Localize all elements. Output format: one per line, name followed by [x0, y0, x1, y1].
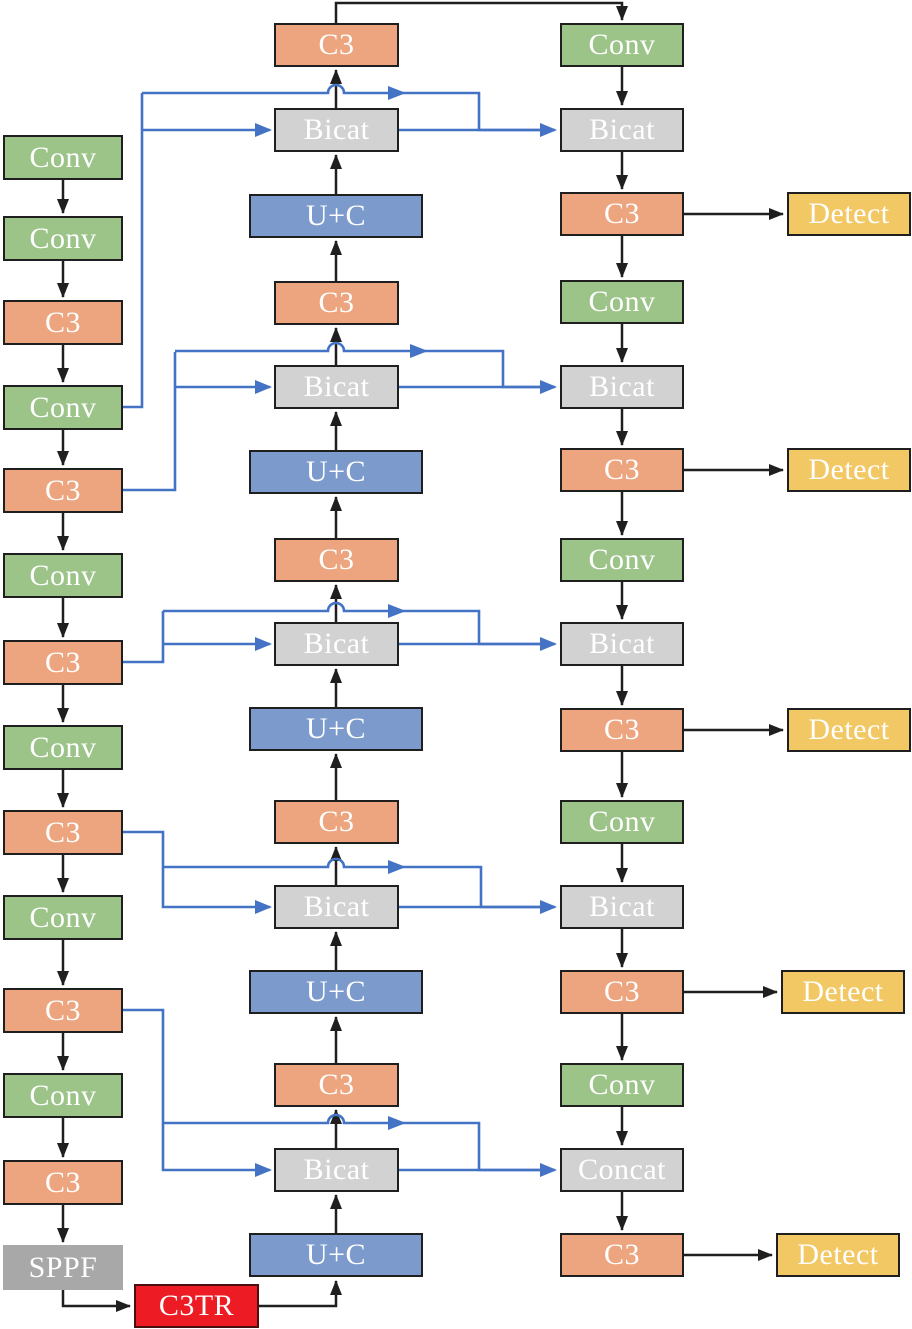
- neck-right-c3-14: C3: [560, 1233, 684, 1277]
- backbone-conv-5: Conv: [3, 553, 123, 598]
- neck-mid-c3-3: C3: [274, 281, 399, 325]
- neck-mid-uc-8: U+C: [249, 707, 423, 751]
- neck-right-bicat-1: Bicat: [560, 108, 684, 152]
- neck-right-c3-11: C3: [560, 970, 684, 1014]
- backbone-conv-1: Conv: [3, 216, 123, 261]
- backbone-conv-9: Conv: [3, 895, 123, 940]
- neck-right-c3-5: C3: [560, 448, 684, 492]
- neck-mid-uc-2: U+C: [249, 194, 423, 238]
- skip-direction-arrows: [388, 86, 428, 1130]
- neck-right-conv-9: Conv: [560, 800, 684, 844]
- backbone-conv-11: Conv: [3, 1073, 123, 1118]
- neck-mid-c3-6: C3: [274, 538, 399, 582]
- neck-mid-c3-0: C3: [274, 23, 399, 67]
- neck-mid-uc-11: U+C: [249, 970, 423, 1014]
- neck-mid-bicat-1: Bicat: [274, 108, 399, 152]
- backbone-c3-4: C3: [3, 468, 123, 513]
- neck-right-bicat-4: Bicat: [560, 365, 684, 409]
- backbone-conv-0: Conv: [3, 135, 123, 180]
- backbone-sppf: SPPF: [3, 1245, 123, 1290]
- neck-mid-bicat-4: Bicat: [274, 365, 399, 409]
- detect-head-2: Detect: [787, 708, 911, 752]
- neck-right-conv-12: Conv: [560, 1063, 684, 1107]
- detect-head-3: Detect: [781, 970, 905, 1014]
- neck-mid-uc-5: U+C: [249, 450, 423, 494]
- backbone-c3-6: C3: [3, 640, 123, 685]
- detect-head-1: Detect: [787, 448, 911, 492]
- skip-connections: [123, 83, 557, 1177]
- neck-mid-uc-14: U+C: [249, 1233, 423, 1277]
- neck-right-c3-2: C3: [560, 192, 684, 236]
- neck-mid-c3-12: C3: [274, 1063, 399, 1107]
- backbone-conv-3: Conv: [3, 385, 123, 430]
- backbone-conv-7: Conv: [3, 725, 123, 770]
- neck-mid-bicat-10: Bicat: [274, 885, 399, 929]
- detect-head-0: Detect: [787, 192, 911, 236]
- neck-right-conv-6: Conv: [560, 538, 684, 582]
- neck-right-bicat-7: Bicat: [560, 622, 684, 666]
- neck-right-conv-0: Conv: [560, 23, 684, 67]
- backbone-c3-12: C3: [3, 1160, 123, 1205]
- neck-right-concat-13: Concat: [560, 1148, 684, 1192]
- flow-arrows: [57, 1, 784, 1312]
- neck-mid-c3-9: C3: [274, 800, 399, 844]
- neck-right-bicat-10: Bicat: [560, 885, 684, 929]
- detect-head-4: Detect: [776, 1233, 900, 1277]
- neck-right-c3-8: C3: [560, 708, 684, 752]
- neck-mid-bicat-13: Bicat: [274, 1148, 399, 1192]
- neck-right-conv-3: Conv: [560, 280, 684, 324]
- backbone-c3-2: C3: [3, 300, 123, 345]
- backbone-c3-8: C3: [3, 810, 123, 855]
- neck-mid-bicat-7: Bicat: [274, 622, 399, 666]
- backbone-c3-10: C3: [3, 988, 123, 1033]
- backbone-c3tr: C3TR: [134, 1284, 259, 1328]
